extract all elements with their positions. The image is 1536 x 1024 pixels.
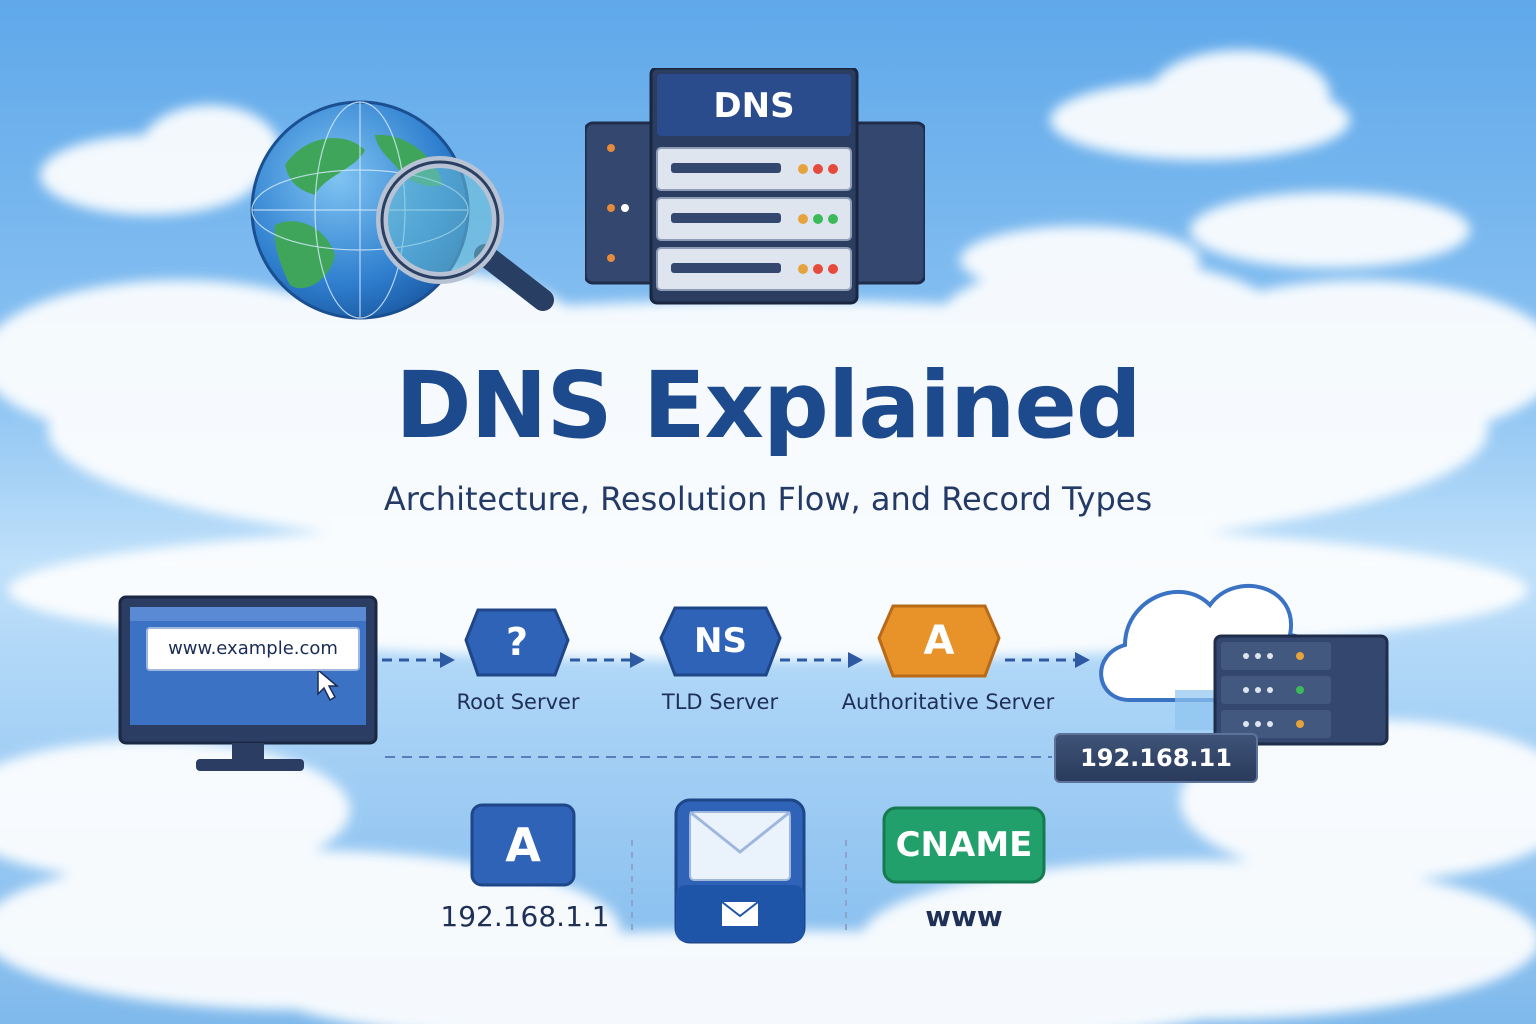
monitor-icon [118, 595, 378, 771]
tld-server-label: TLD Server [661, 690, 779, 714]
a-record-badge-text: A [505, 818, 541, 872]
cname-record-badge [882, 806, 1046, 884]
server-rack-icon [585, 68, 925, 305]
page-subtitle: Architecture, Resolution Flow, and Recor… [383, 480, 1153, 518]
root-server-badge [464, 608, 570, 677]
root-server-badge-text: ? [505, 620, 529, 664]
authoritative-server-label: Authoritative Server [841, 690, 1055, 714]
authoritative-server-badge-text: A [923, 618, 955, 664]
page-title: DNS Explained [395, 352, 1142, 459]
globe-icon [250, 100, 554, 320]
cname-record-badge-text: CNAME [895, 825, 1033, 865]
root-server-label: Root Server [456, 690, 580, 714]
cloud-server-icon [1099, 583, 1389, 746]
resolved-ip-chip: 192.168.11 [1054, 733, 1258, 783]
url-address-bar[interactable]: www.example.com [146, 627, 360, 671]
tld-server-badge [659, 606, 782, 677]
authoritative-server-badge [877, 604, 1001, 678]
tld-server-badge-text: NS [694, 621, 747, 661]
a-record-value: 192.168.1.1 [440, 900, 610, 933]
cname-record-value: www [925, 900, 1003, 933]
mail-icon [674, 798, 806, 944]
magnifier-icon [376, 156, 554, 311]
server-rack-label: DNS [713, 86, 795, 126]
a-record-badge [470, 803, 576, 887]
